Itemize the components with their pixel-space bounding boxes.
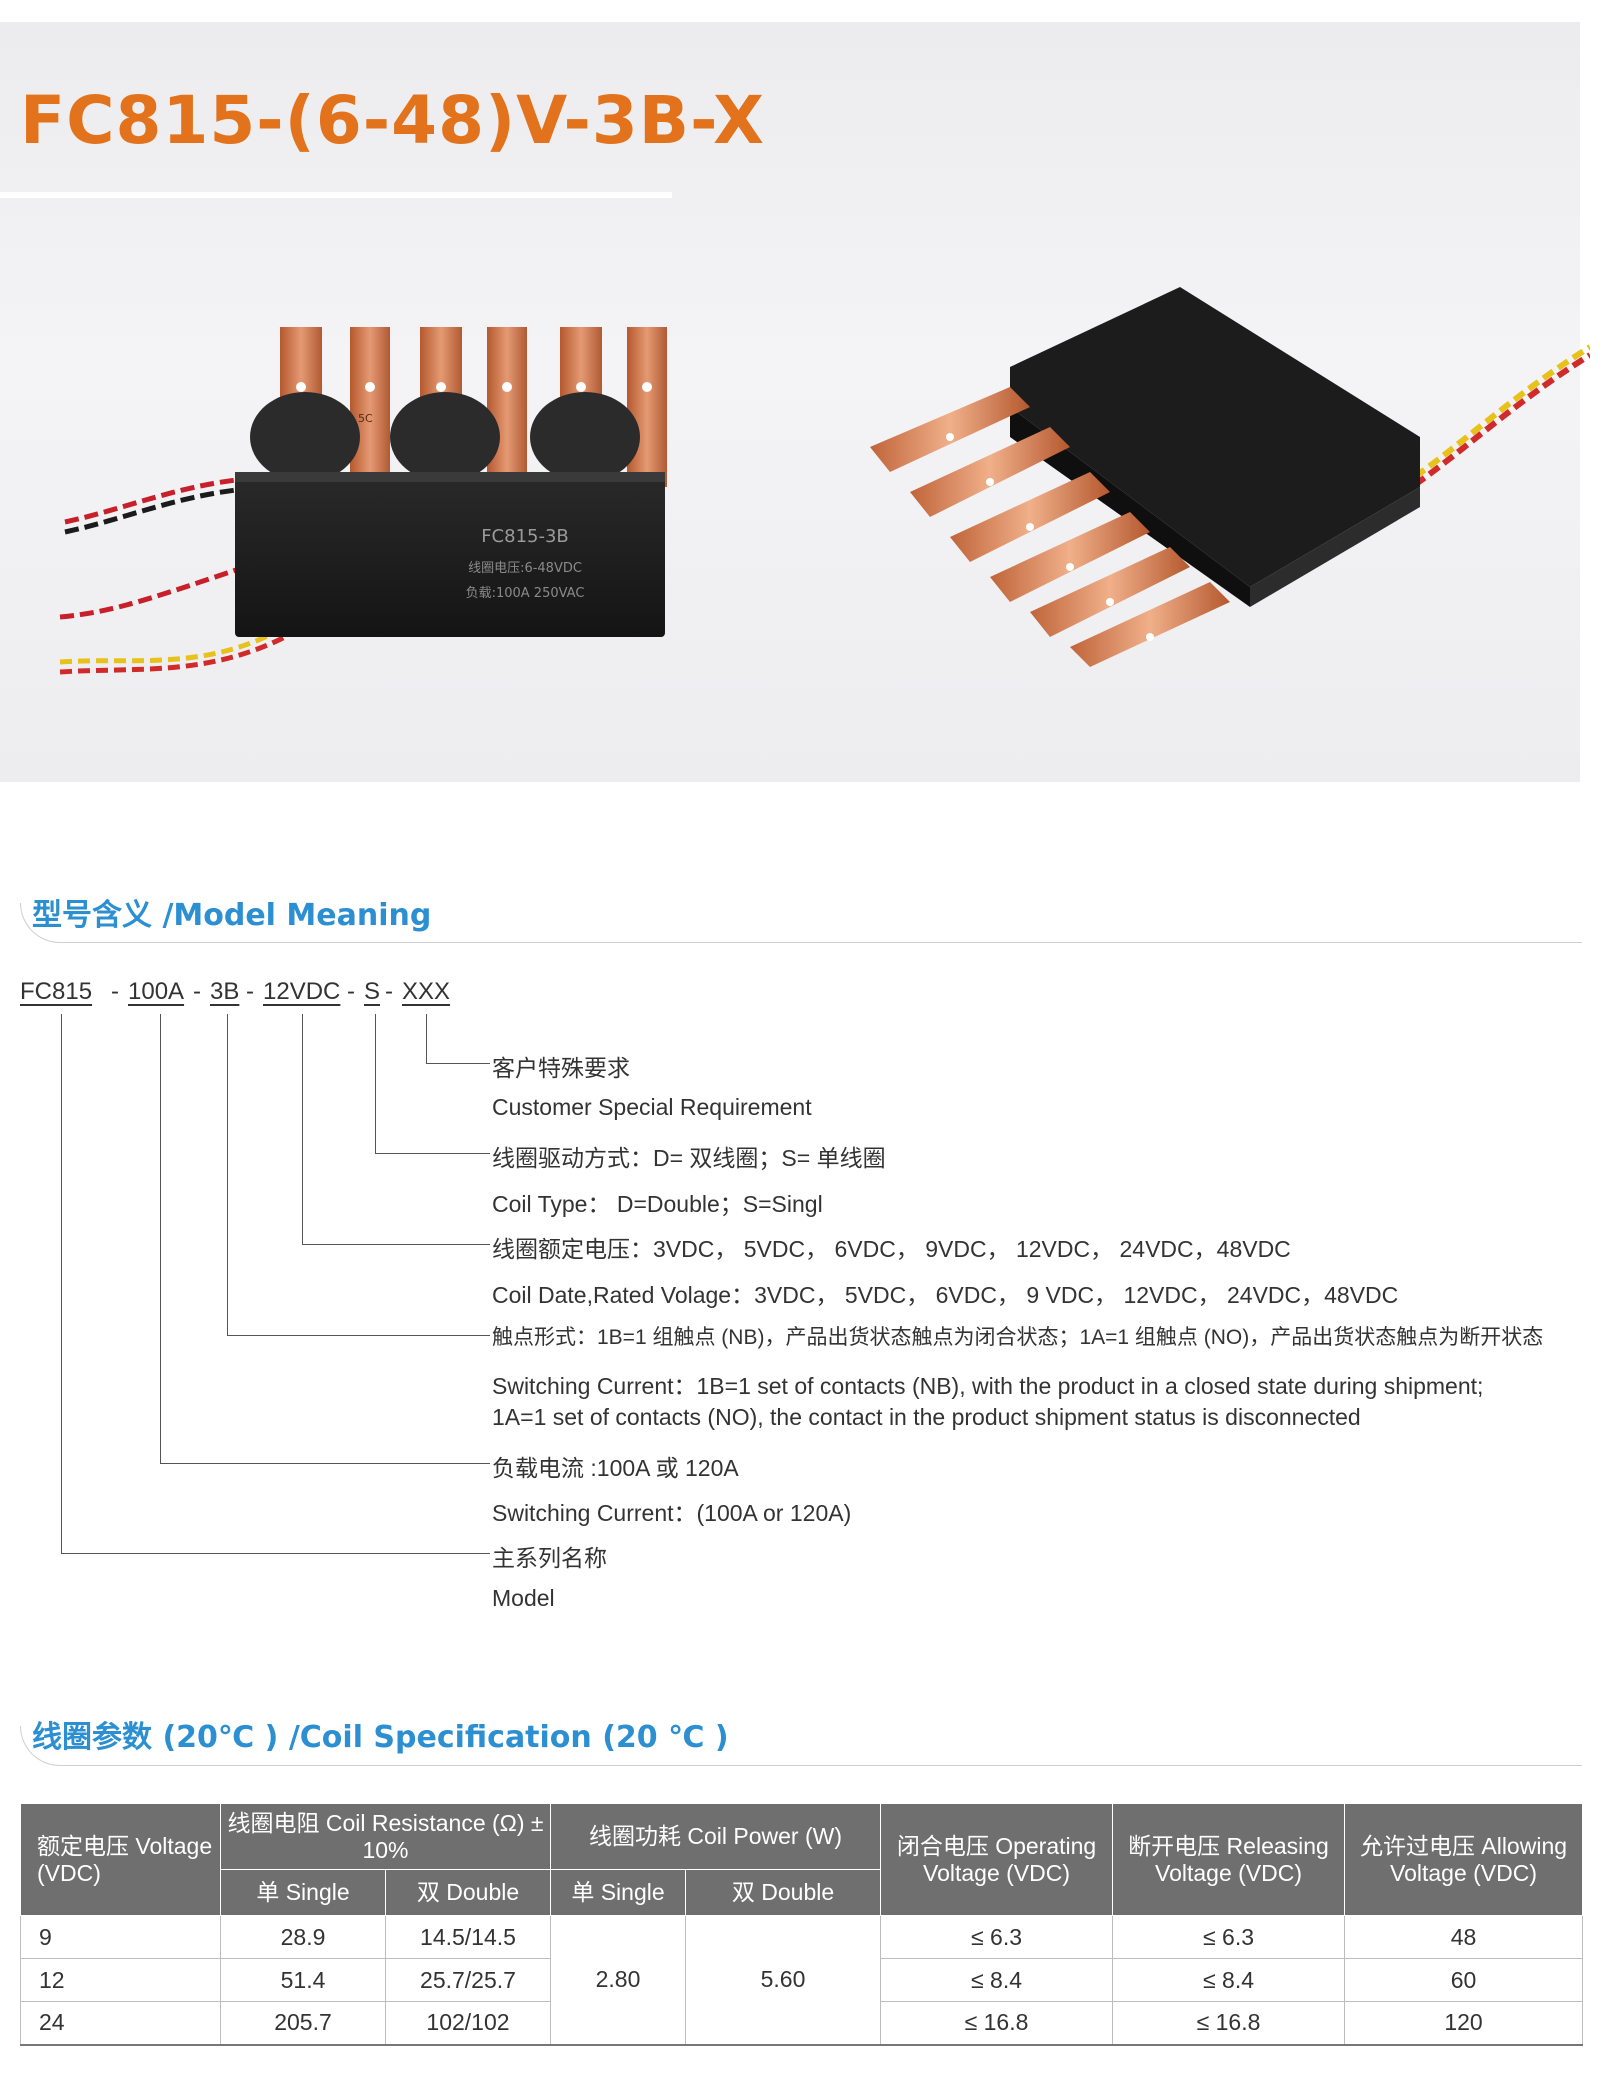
desc-contact-cn: 触点形式：1B=1 组触点 (NB)，产品出货状态触点为闭合状态；1A=1 组触… xyxy=(492,1326,1544,1349)
desc-current-en: Switching Current：(100A or 120A) xyxy=(492,1500,852,1526)
desc-voltage-cn: 线圈额定电压：3VDC， 5VDC， 6VDC， 9VDC， 12VDC， 24… xyxy=(492,1236,1291,1262)
code-contact: 3B xyxy=(210,978,240,1005)
leader-line xyxy=(426,1014,427,1064)
desc-coil-type-en: Coil Type： D=Double；S=Singl xyxy=(492,1191,823,1217)
cell-releasing: ≤ 8.4 xyxy=(1112,1958,1346,2002)
cell-allowing: 60 xyxy=(1344,1958,1584,2002)
cell-voltage: 9 xyxy=(20,1915,221,1959)
code-current: 100A xyxy=(128,978,185,1005)
cell-voltage: 12 xyxy=(20,1958,221,2002)
relay-front-photo: 5C FC815-3B 线圈电压:6-48VDC 负载:100A 250VAC xyxy=(59,327,667,675)
leader-line xyxy=(302,1244,490,1245)
desc-model-en: Model xyxy=(492,1585,555,1611)
heading-divider xyxy=(20,1726,1582,1766)
code-separator: - xyxy=(347,978,355,1005)
cell-releasing: ≤ 6.3 xyxy=(1112,1915,1346,1959)
cell-resistance-double: 14.5/14.5 xyxy=(385,1915,551,1959)
cell-allowing: 120 xyxy=(1344,2001,1584,2046)
cell-releasing: ≤ 16.8 xyxy=(1112,2001,1346,2046)
desc-contact-en-2: 1A=1 set of contacts (NO), the contact i… xyxy=(492,1404,1361,1430)
header-power-double: 双 Double xyxy=(684,1869,882,1916)
cell-voltage: 24 xyxy=(20,2001,221,2046)
header-coil-resistance: 线圈电阻 Coil Resistance (Ω) ± 10% xyxy=(220,1803,551,1870)
cell-power-single: 2.80 xyxy=(550,1915,686,2046)
product-hero: FC815-(6-48)V-3B-X 5C xyxy=(0,22,1590,782)
cell-resistance-single: 205.7 xyxy=(220,2001,386,2046)
desc-contact-en: Switching Current：1B=1 set of contacts (… xyxy=(492,1373,1484,1399)
coil-spec-heading: 线圈参数 (20℃ ) /Coil Specification (20 ℃ ) xyxy=(32,1720,729,1755)
leader-line xyxy=(61,1553,490,1554)
header-operating-voltage: 闭合电压 Operating Voltage (VDC) xyxy=(880,1803,1114,1916)
leader-line xyxy=(375,1014,376,1154)
coil-spec-table: 额定电压 Voltage (VDC) 线圈电阻 Coil Resistance … xyxy=(20,1803,1584,2046)
leader-line xyxy=(227,1014,228,1336)
header-coil-power: 线圈功耗 Coil Power (W) xyxy=(549,1803,882,1870)
leader-line xyxy=(227,1335,490,1336)
code-separator: - xyxy=(246,978,254,1005)
header-resistance-double: 双 Double xyxy=(385,1869,551,1916)
code-separator: - xyxy=(193,978,201,1005)
header-resistance-single: 单 Single xyxy=(220,1869,386,1916)
table-row: 24 205.7 102/102 ≤ 16.8 ≤ 16.8 120 xyxy=(20,2001,1584,2046)
code-separator: - xyxy=(385,978,393,1005)
desc-special-en: Customer Special Requirement xyxy=(492,1094,812,1120)
cell-resistance-single: 28.9 xyxy=(220,1915,386,1959)
desc-coil-type-cn: 线圈驱动方式：D= 双线圈；S= 单线圈 xyxy=(492,1145,886,1171)
leader-line xyxy=(160,1014,161,1464)
cell-operating: ≤ 6.3 xyxy=(880,1915,1114,1959)
code-special: XXX xyxy=(402,978,451,1005)
desc-model-cn: 主系列名称 xyxy=(492,1545,607,1571)
relay-model-print: FC815-3B xyxy=(481,526,569,547)
leader-line xyxy=(426,1063,490,1064)
code-voltage: 12VDC xyxy=(263,978,341,1005)
leader-line xyxy=(375,1153,490,1154)
desc-special-cn: 客户特殊要求 xyxy=(492,1055,630,1081)
leader-line xyxy=(160,1463,490,1464)
desc-current-cn: 负载电流 :100A 或 120A xyxy=(492,1455,739,1481)
cell-resistance-single: 51.4 xyxy=(220,1958,386,2002)
relay-voltage-print: 线圈电压:6-48VDC xyxy=(468,561,582,576)
header-power-single: 单 Single xyxy=(550,1869,686,1916)
cell-operating: ≤ 16.8 xyxy=(880,2001,1114,2046)
title-underline xyxy=(0,192,672,198)
code-coil-type: S xyxy=(364,978,381,1005)
cell-power-double: 5.60 xyxy=(684,1915,882,2046)
header-allowing-voltage: 允许过电压 Allowing Voltage (VDC) xyxy=(1344,1803,1584,1916)
relay-load-print: 负载:100A 250VAC xyxy=(466,586,585,601)
cell-operating: ≤ 8.4 xyxy=(880,1958,1114,2002)
code-series: FC815 xyxy=(20,978,93,1005)
model-meaning-heading: 型号含义 /Model Meaning xyxy=(32,898,432,933)
leader-line xyxy=(61,1014,62,1554)
cell-allowing: 48 xyxy=(1344,1915,1584,1959)
heading-divider xyxy=(20,903,1582,943)
terminal-label: 5C xyxy=(358,412,373,425)
header-releasing-voltage: 断开电压 Releasing Voltage (VDC) xyxy=(1112,1803,1346,1916)
cell-resistance-double: 102/102 xyxy=(385,2001,551,2046)
leader-line xyxy=(302,1014,303,1245)
code-separator: - xyxy=(111,978,119,1005)
product-title: FC815-(6-48)V-3B-X xyxy=(20,82,765,159)
desc-voltage-en: Coil Date,Rated Volage：3VDC， 5VDC， 6VDC，… xyxy=(492,1282,1399,1308)
relay-angle-photo xyxy=(870,287,1590,667)
table-row: 9 28.9 14.5/14.5 2.80 5.60 ≤ 6.3 ≤ 6.3 4… xyxy=(20,1915,1584,2046)
cell-resistance-double: 25.7/25.7 xyxy=(385,1958,551,2002)
header-rated-voltage: 额定电压 Voltage (VDC) xyxy=(20,1803,221,1916)
